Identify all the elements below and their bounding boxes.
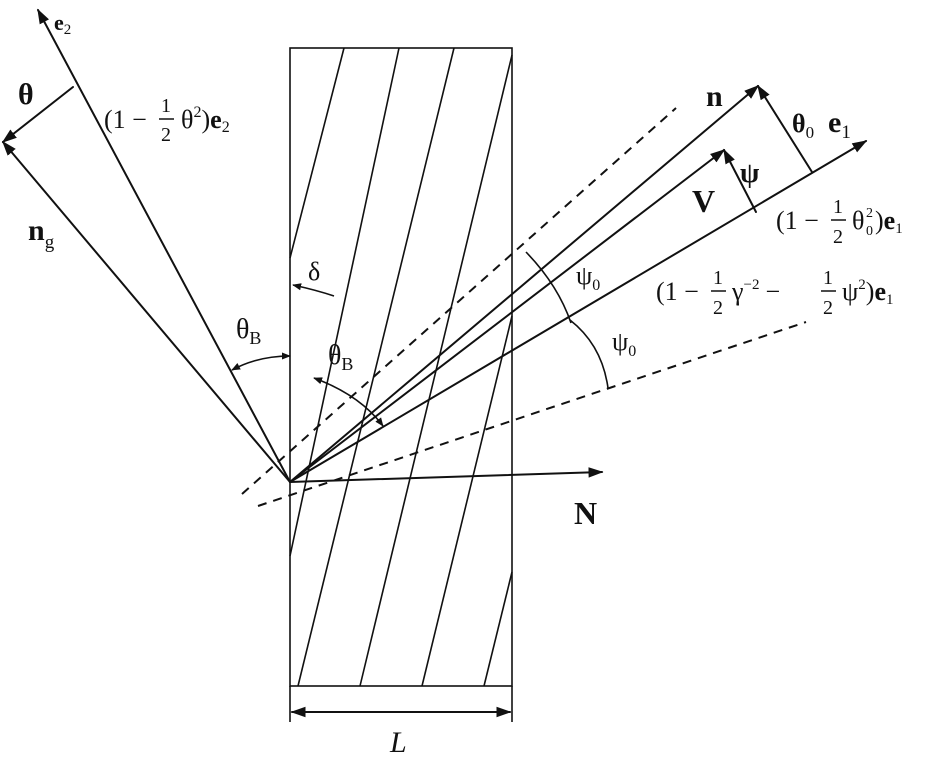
thetaB-left-sub: B	[249, 328, 261, 348]
e2-coef-end: )	[201, 105, 210, 134]
thetaB-right-label: θ	[328, 340, 341, 371]
svg-text:(1 −: (1 −	[776, 206, 819, 235]
crystal-planes	[289, 47, 513, 687]
e1b-vec-sub: 1	[886, 292, 894, 308]
theta-component-arrow	[1, 86, 74, 143]
psi0-upper-label: ψ	[576, 261, 592, 290]
e2-coef-open: (1 −	[104, 105, 147, 134]
psi0-lower-label: ψ	[612, 327, 628, 356]
e1b-close: )	[866, 277, 875, 306]
e1b-frac2-den: 2	[823, 297, 833, 319]
e1b-gamma: γ	[731, 277, 744, 306]
e1b-open: (1 −	[656, 277, 699, 306]
e1a-close: )	[875, 206, 884, 235]
e1a-sup: 2	[866, 206, 873, 221]
ng-label-sub: g	[45, 232, 55, 253]
e2-coef-frac-den: 2	[161, 124, 171, 146]
svg-text:e2: e2	[54, 10, 71, 38]
e1a-theta: θ	[852, 206, 864, 235]
svg-text:θ2)e2: θ2)e2	[181, 104, 230, 136]
e2-coefficient-label: (1 − 1 2 θ2)e2	[104, 95, 230, 146]
svg-text:0: 0	[866, 224, 873, 239]
theta0-component-arrow	[757, 84, 813, 173]
psi-component-arrow	[723, 148, 757, 213]
dashed-boundary-lower	[257, 321, 807, 507]
psi0-lower-sub: 0	[628, 343, 636, 360]
e2-coef-vec: e	[210, 105, 222, 134]
svg-text:2: 2	[866, 206, 873, 221]
n-label: n	[706, 80, 723, 113]
thetaB-right-sub: B	[341, 354, 353, 374]
e1b-gamma-sup: −2	[744, 277, 760, 293]
e1a-open: (1 −	[776, 206, 819, 235]
e1b-minus: −	[765, 277, 780, 306]
e2-axis-arrow	[37, 8, 291, 483]
thetaB-right-arc	[313, 377, 384, 427]
theta0-label: θ	[792, 109, 806, 138]
svg-text:θ0: θ0	[792, 109, 814, 142]
psi0-upper-sub: 0	[592, 277, 600, 294]
e1a-vec: e	[884, 206, 896, 235]
L-label: L	[389, 726, 407, 759]
e1b-psi-sup: 2	[858, 277, 866, 293]
svg-text:θB: θB	[236, 314, 261, 348]
psi-label: ψ	[740, 158, 759, 189]
crystal-plane	[297, 47, 455, 687]
e1-axis-arrow	[289, 140, 868, 483]
e2-coef-frac-num: 1	[161, 95, 171, 117]
e1-label-sub: 1	[841, 122, 851, 143]
e1b-frac1-num: 1	[713, 267, 723, 289]
e1-coefficient-label-a: (1 − 1 2 θ 2 0 )e1	[776, 196, 903, 248]
crystal-plane	[483, 571, 513, 687]
theta-label: θ	[18, 78, 34, 111]
e2-label-sub: 2	[64, 22, 72, 38]
svg-text:θ: θ	[852, 206, 864, 235]
e1b-vec: e	[874, 277, 886, 306]
svg-text:ψ2)e1: ψ2)e1	[842, 277, 894, 308]
N-label: N	[574, 495, 597, 531]
e1a-sub: 0	[866, 224, 873, 239]
crystal-plane	[421, 315, 513, 687]
V-label: V	[692, 183, 715, 219]
N-arrow	[289, 467, 604, 483]
svg-text:(1 −: (1 −	[656, 277, 699, 306]
ng-arrow	[2, 140, 291, 483]
crystal-slab	[289, 47, 513, 687]
svg-text:ψ0: ψ0	[612, 327, 636, 360]
V-arrow	[289, 149, 726, 483]
delta-label: δ	[308, 257, 320, 286]
e1b-psi: ψ	[842, 277, 858, 306]
thetaB-left-arc	[231, 352, 291, 371]
e2-coef-sup: 2	[193, 104, 201, 121]
thetaB-left-label: θ	[236, 314, 249, 345]
e1a-frac-num: 1	[833, 196, 843, 218]
e1b-frac2-num: 1	[823, 267, 833, 289]
e2-label: e	[54, 10, 64, 35]
svg-text:ng: ng	[28, 214, 55, 253]
theta0-label-sub: 0	[806, 123, 815, 142]
e1a-vec-sub: 1	[895, 221, 903, 237]
ng-label: n	[28, 214, 45, 247]
e1-label: e	[828, 106, 841, 139]
e2-coef-vec-sub: 2	[222, 119, 230, 136]
delta-angle-arc	[292, 283, 335, 297]
svg-text:θB: θB	[328, 340, 353, 374]
psi0-upper-arc	[525, 251, 572, 324]
psi0-lower-arc	[569, 319, 609, 389]
e1-coefficient-label-b: (1 − 1 2 γ−2− 1 2 ψ2)e1	[656, 267, 894, 319]
svg-text:(1 −: (1 −	[104, 105, 147, 134]
svg-text:)e1: )e1	[875, 206, 903, 237]
svg-text:γ−2−: γ−2−	[731, 277, 780, 306]
e1b-frac1-den: 2	[713, 297, 723, 319]
dashed-boundary-upper	[241, 107, 677, 495]
svg-text:e1: e1	[828, 106, 851, 143]
e1a-frac-den: 2	[833, 226, 843, 248]
svg-text:ψ0: ψ0	[576, 261, 600, 294]
e2-coef-theta: θ	[181, 105, 193, 134]
crystal-plane	[289, 47, 345, 259]
